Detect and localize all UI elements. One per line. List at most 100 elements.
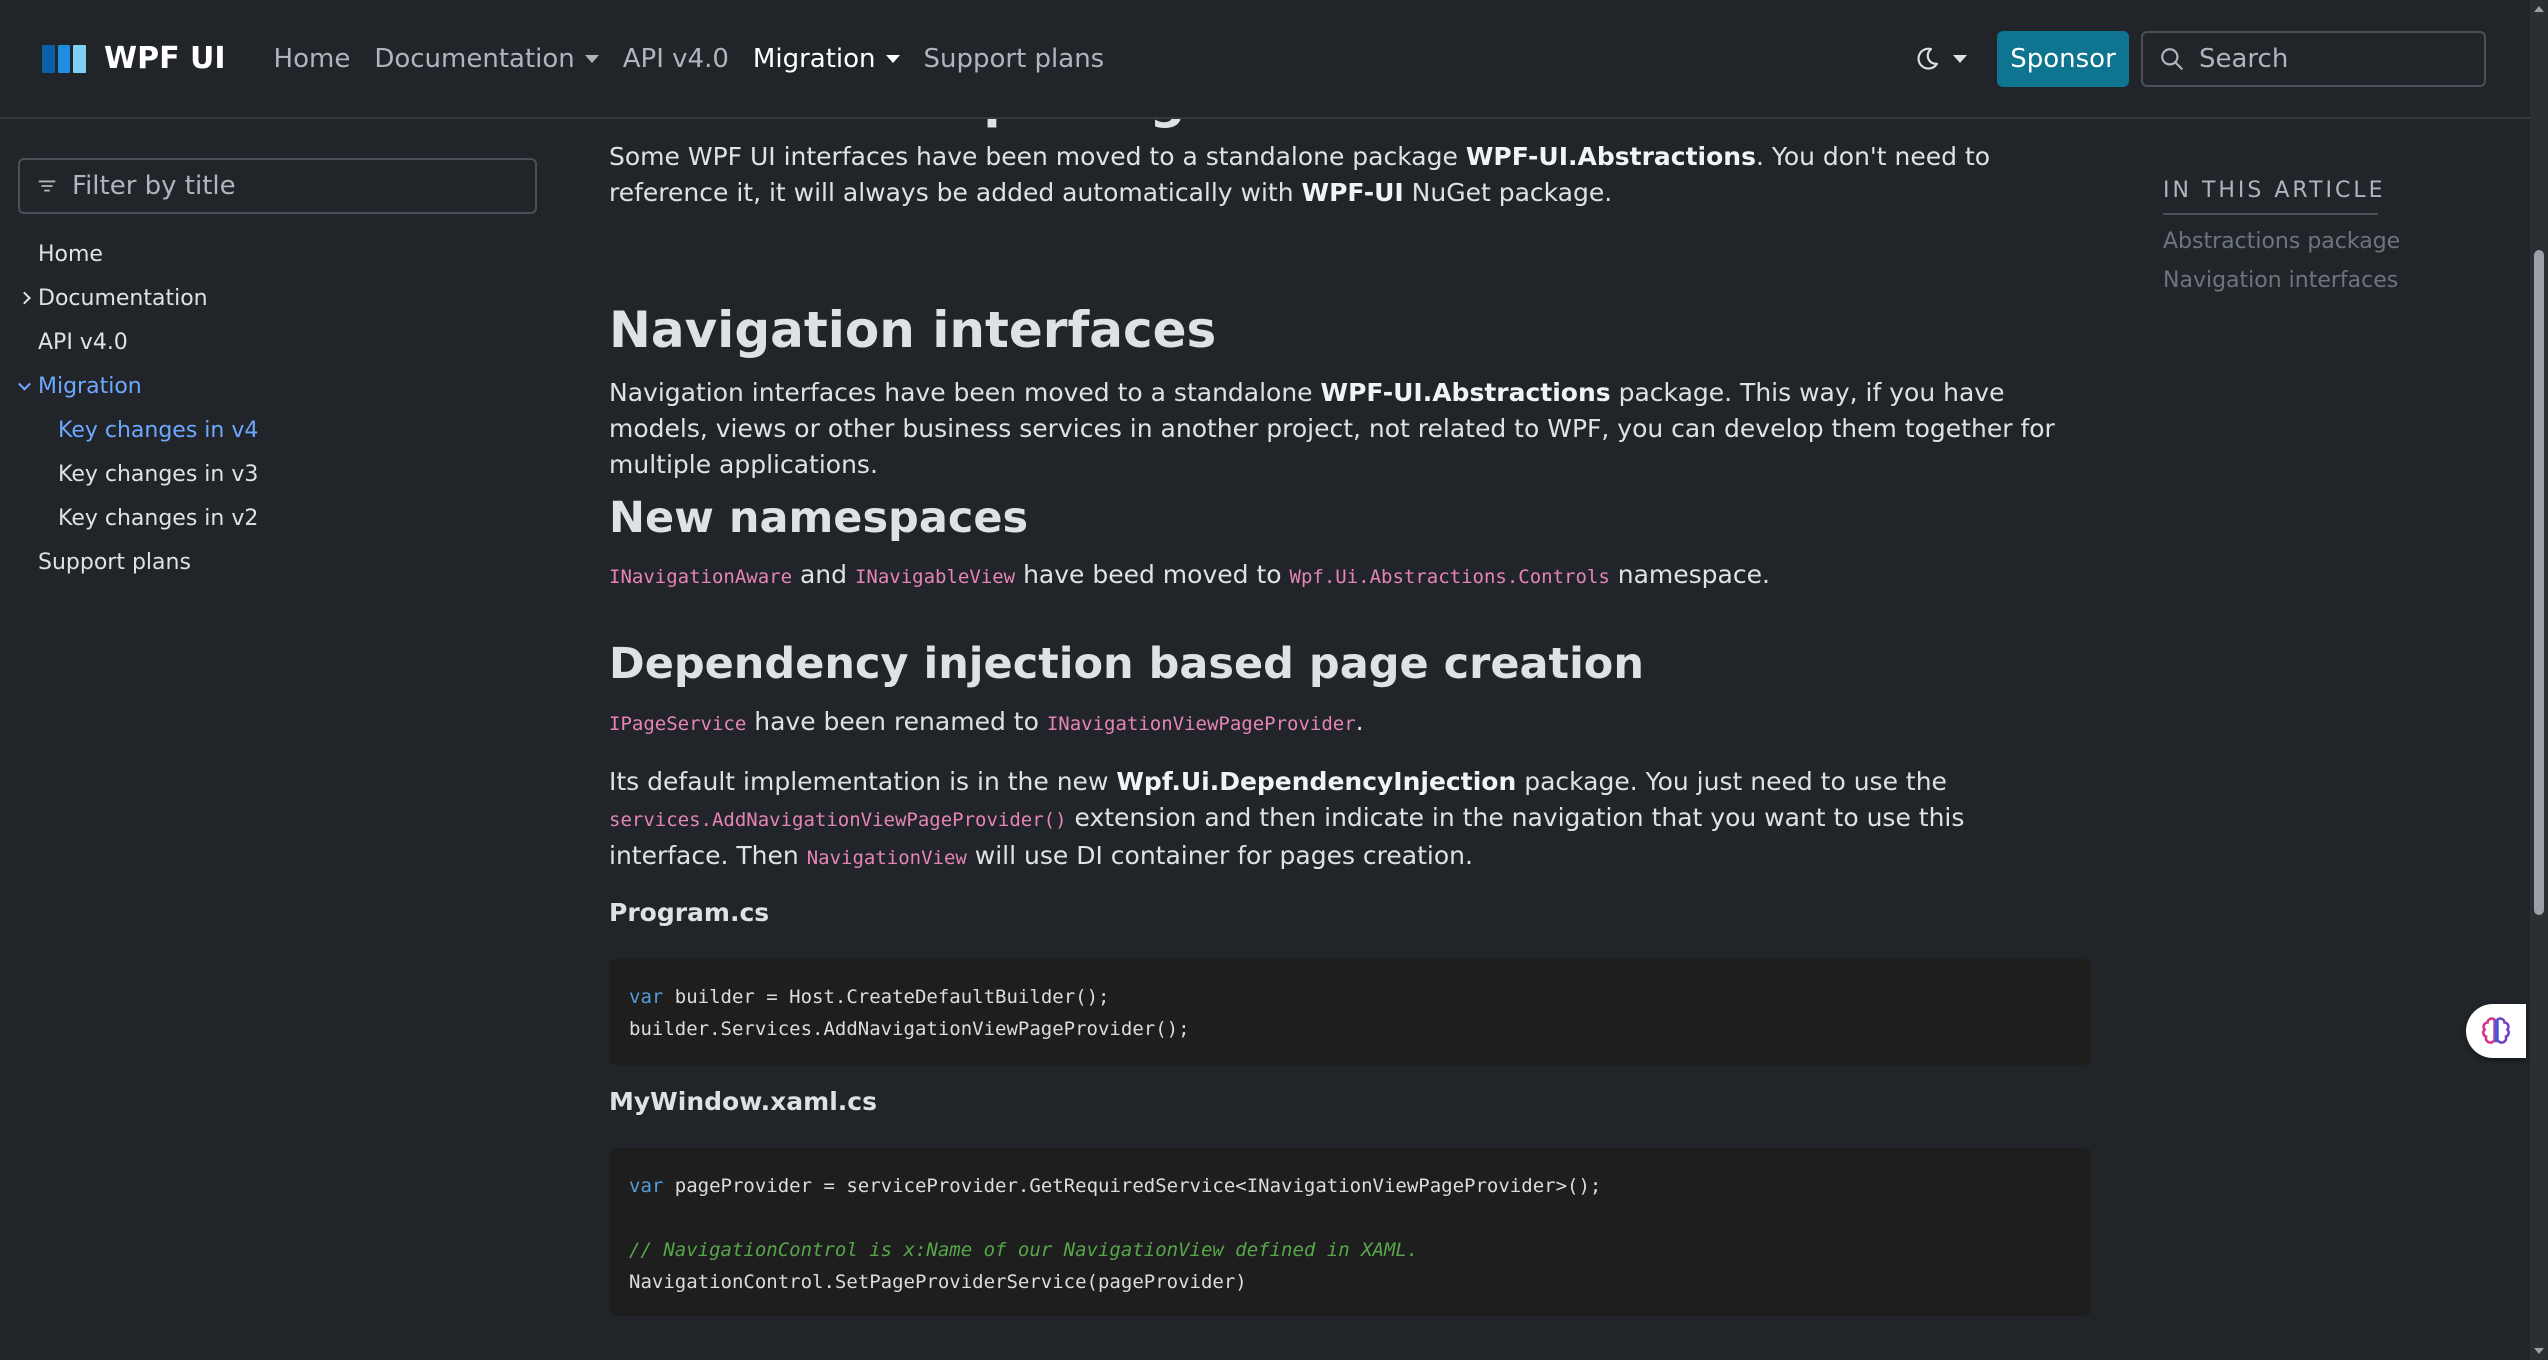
- di-rename-paragraph: IPageService have been renamed to INavig…: [609, 704, 2091, 742]
- nav-documentation-dropdown[interactable]: Documentation: [362, 44, 610, 74]
- sidebar-item-migration[interactable]: Migration: [18, 364, 538, 408]
- assistant-widget-button[interactable]: [2466, 1004, 2526, 1058]
- inline-code: services.AddNavigationViewPageProvider(): [609, 809, 1067, 831]
- text: Its default implementation is in the new: [609, 767, 1117, 796]
- sidebar-item-key-changes-v3[interactable]: Key changes in v3: [18, 452, 538, 496]
- scroll-down-arrow-icon[interactable]: [2534, 1348, 2544, 1354]
- bold-text: WPF-UI: [1301, 178, 1404, 207]
- text: extension and then indicate in the navig…: [609, 803, 1965, 870]
- sidebar-item-label: Support plans: [38, 549, 191, 575]
- new-namespaces-paragraph: INavigationAware and INavigableView have…: [609, 557, 2091, 595]
- inline-code: INavigationViewPageProvider: [1046, 713, 1356, 735]
- nav-migration-dropdown[interactable]: Migration: [741, 44, 912, 74]
- nav-home[interactable]: Home: [262, 44, 363, 74]
- caret-down-icon: [1953, 55, 1967, 63]
- nav-documentation-label: Documentation: [374, 43, 575, 74]
- filter-placeholder: Filter by title: [72, 171, 236, 201]
- text: namespace.: [1609, 560, 1770, 589]
- brand[interactable]: WPF UI: [42, 41, 226, 76]
- nav-support-plans[interactable]: Support plans: [912, 44, 1117, 74]
- sidebar-item-label: Migration: [38, 373, 142, 399]
- new-namespaces-heading: New namespaces: [609, 493, 1029, 543]
- navigation-interfaces-heading: Navigation interfaces: [609, 301, 1217, 359]
- nav-support-plans-label: Support plans: [923, 43, 1105, 74]
- filter-input[interactable]: Filter by title: [18, 158, 537, 214]
- program-code-block[interactable]: var builder = Host.CreateDefaultBuilder(…: [609, 959, 2091, 1065]
- code-text: builder = Host.CreateDefaultBuilder();: [663, 986, 1110, 1008]
- text: have beed moved to: [1015, 560, 1290, 589]
- text: Some WPF UI interfaces have been moved t…: [609, 142, 1466, 171]
- moon-icon: [1917, 47, 1938, 70]
- article-toc-link-navigation[interactable]: Navigation interfaces: [2163, 268, 2399, 293]
- code-line: builder.Services.AddNavigationViewPagePr…: [629, 1018, 1190, 1040]
- theme-toggle[interactable]: [1913, 45, 1967, 73]
- text: package. This way, if you have models, v…: [609, 378, 2055, 479]
- brand-name: WPF UI: [104, 41, 226, 76]
- text: will use DI container for pages creation…: [966, 841, 1473, 870]
- sidebar-item-label: Home: [38, 241, 103, 267]
- sidebar-item-documentation[interactable]: Documentation: [18, 276, 538, 320]
- text: Navigation interfaces have been moved to…: [609, 378, 1321, 407]
- page-scrollbar[interactable]: [2530, 0, 2548, 1360]
- sidebar-item-support-plans[interactable]: Support plans: [18, 540, 538, 584]
- sidebar-item-label: Key changes in v4: [58, 417, 259, 443]
- mywindow-cs-title: MyWindow.xaml.cs: [609, 1087, 877, 1116]
- code-line: var builder = Host.CreateDefaultBuilder(…: [629, 981, 2071, 1013]
- code-line: var pageProvider = serviceProvider.GetRe…: [629, 1170, 2071, 1202]
- inline-code: NavigationView: [806, 847, 967, 869]
- sidebar-item-home[interactable]: Home: [18, 232, 538, 276]
- nav-home-label: Home: [273, 43, 351, 74]
- bold-text: Wpf.Ui.DependencyInjection: [1116, 767, 1517, 796]
- sidebar-item-label: Documentation: [38, 285, 208, 311]
- main-nav: Home Documentation API v4.0 Migration Su…: [262, 44, 1117, 74]
- article-toc-link-abstractions[interactable]: Abstractions package: [2163, 229, 2401, 254]
- abstractions-heading: Abstractions package: [609, 119, 1219, 129]
- mywindow-code-block[interactable]: var pageProvider = serviceProvider.GetRe…: [609, 1148, 2091, 1316]
- bold-text: WPF-UI.Abstractions: [1320, 378, 1611, 407]
- article-toc: IN THIS ARTICLE Abstractions package Nav…: [2163, 178, 2401, 293]
- code-keyword: var: [629, 1175, 664, 1197]
- nav-migration-label: Migration: [752, 43, 876, 74]
- filter-icon: [38, 180, 56, 192]
- brain-icon: [2482, 1017, 2510, 1044]
- nav-api-label: API v4.0: [622, 43, 729, 74]
- scroll-up-arrow-icon[interactable]: [2534, 6, 2544, 12]
- program-cs-title: Program.cs: [609, 898, 770, 927]
- caret-down-icon: [584, 54, 599, 63]
- top-navbar: WPF UI Home Documentation API v4.0 Migra…: [0, 0, 2530, 119]
- chevron-right-icon[interactable]: [18, 291, 31, 305]
- sidebar-item-key-changes-v4[interactable]: Key changes in v4: [18, 408, 538, 452]
- text: package. You just need to use the: [1516, 767, 1947, 796]
- inline-code: Wpf.Ui.Abstractions.Controls: [1289, 566, 1610, 588]
- sidebar-item-label: API v4.0: [38, 329, 128, 355]
- sponsor-button[interactable]: Sponsor: [1997, 31, 2129, 87]
- di-usage-paragraph: Its default implementation is in the new…: [609, 764, 2091, 876]
- abstractions-paragraph: Some WPF UI interfaces have been moved t…: [609, 139, 2091, 211]
- sidebar-toc: Home Documentation API v4.0 Migration Ke…: [18, 232, 538, 584]
- search-input[interactable]: Search: [2141, 31, 2486, 87]
- nav-api[interactable]: API v4.0: [611, 44, 741, 74]
- caret-down-icon: [885, 54, 900, 63]
- sidebar-item-label: Key changes in v3: [58, 461, 259, 487]
- inline-code: INavigationAware: [609, 566, 793, 588]
- text: and: [792, 560, 855, 589]
- code-comment: // NavigationControl is x:Name of our Na…: [629, 1239, 1419, 1261]
- inline-code: IPageService: [609, 713, 747, 735]
- navigation-interfaces-paragraph: Navigation interfaces have been moved to…: [609, 375, 2091, 483]
- sidebar-item-key-changes-v2[interactable]: Key changes in v2: [18, 496, 538, 540]
- text: have been renamed to: [746, 707, 1047, 736]
- code-line-blank: [629, 1202, 2071, 1234]
- article-content: Abstractions package Some WPF UI interfa…: [609, 119, 2091, 1360]
- sidebar-item-api[interactable]: API v4.0: [18, 320, 538, 364]
- chevron-down-icon[interactable]: [18, 377, 31, 391]
- bold-text: WPF-UI.Abstractions: [1465, 142, 1756, 171]
- scrollbar-thumb[interactable]: [2534, 250, 2544, 915]
- navbar-actions: Sponsor Search: [1913, 31, 2486, 87]
- text: . You don't need to reference it, it wil…: [609, 142, 1991, 207]
- wpf-ui-logo-icon: [42, 44, 87, 73]
- search-icon: [2161, 48, 2183, 70]
- sidebar-item-label: Key changes in v2: [58, 505, 259, 531]
- code-keyword: var: [629, 986, 664, 1008]
- text: NuGet package.: [1403, 178, 1613, 207]
- article-toc-title: IN THIS ARTICLE: [2163, 178, 2383, 215]
